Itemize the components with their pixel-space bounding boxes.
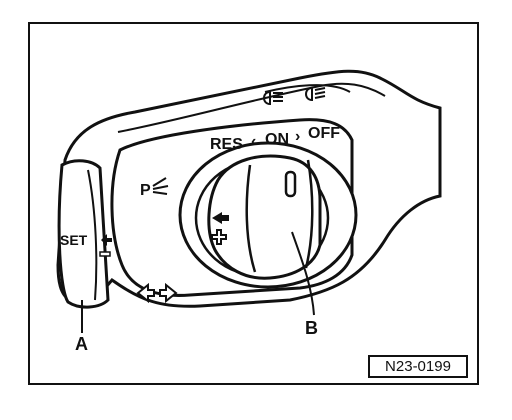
parking-light-rays-icon (152, 177, 169, 195)
set-arrow-icon (99, 234, 112, 257)
rotary-label-off: OFF (308, 125, 340, 142)
rotary-label-res: RES (210, 136, 243, 153)
rotary-label-on: ON (265, 131, 289, 148)
high-beam-icon (263, 90, 283, 106)
rotary-knob-grip-left (245, 164, 257, 273)
rotary-indicator-slot (284, 170, 297, 198)
callout-b-label: B (305, 318, 318, 338)
housing-ridge-line-2 (264, 84, 351, 93)
parking-light-label: P (140, 182, 151, 199)
set-button-edge (87, 169, 98, 301)
decrease-arrow-icon (212, 212, 229, 224)
callout-b-leader (291, 231, 315, 316)
set-label: SET (60, 232, 88, 248)
housing-ridge-line (117, 82, 386, 133)
low-beam-icon (305, 86, 326, 102)
figure-reference-number: N23-0199 (368, 355, 468, 378)
increase-plus-icon (211, 229, 227, 245)
callout-a-label: A (75, 334, 88, 354)
rotary-label-res-arrow: ‹ (251, 133, 256, 150)
rotary-label-off-arrow: › (295, 128, 300, 145)
rotary-knob-grip-right (304, 159, 314, 269)
turn-signal-arrows-icon (136, 282, 178, 304)
